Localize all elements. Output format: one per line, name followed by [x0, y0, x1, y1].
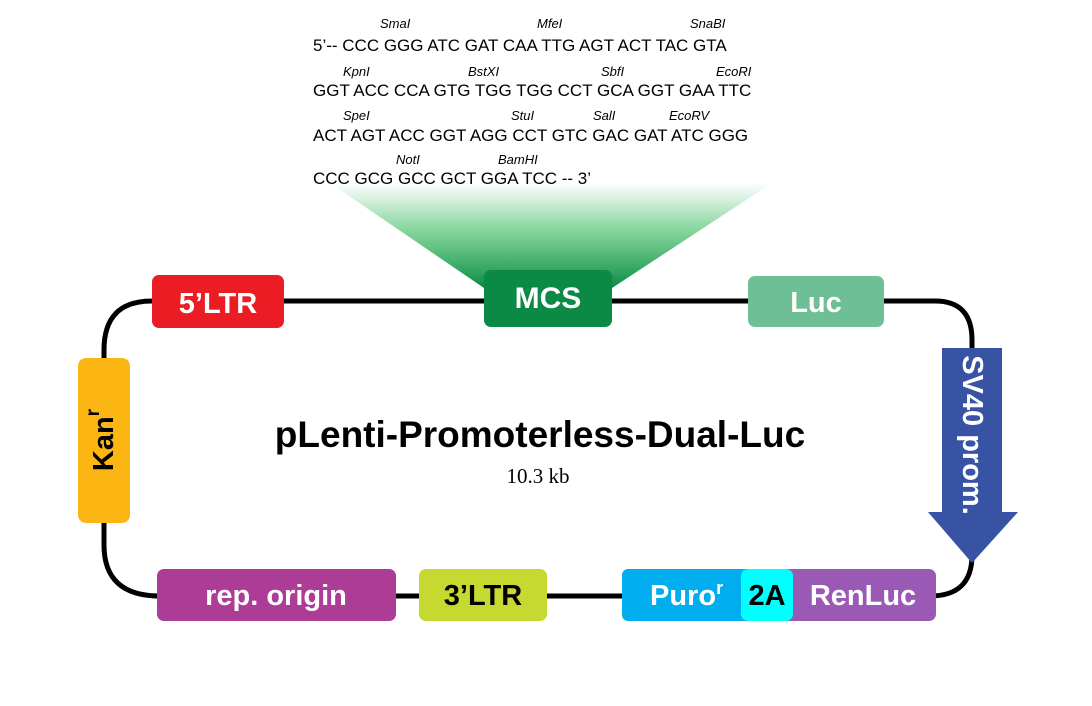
enzyme-label: EcoRV	[669, 108, 711, 123]
feature-label: SV40 prom.	[956, 355, 988, 515]
feature-label: RenLuc	[810, 580, 916, 612]
enzyme-label: SmaI	[380, 16, 411, 31]
plasmid-size: 10.3 kb	[507, 464, 570, 488]
feature-sv40-promoter: SV40 prom.	[928, 348, 1018, 563]
enzyme-label: SbfI	[601, 64, 625, 79]
sequence-line: CCC GCG GCC GCT GGA TCC -- 3’	[313, 169, 591, 188]
enzyme-label: KpnI	[343, 64, 370, 79]
enzyme-label: NotI	[396, 152, 420, 167]
feature-2a	[741, 569, 793, 621]
feature-label: Kanr	[83, 408, 121, 471]
mcs-sequence: SmaI MfeI SnaBI 5’-- CCC GGG ATC GAT CAA…	[313, 16, 752, 188]
feature-label: MCS	[515, 282, 582, 315]
sequence-line: 5’-- CCC GGG ATC GAT CAA TTG AGT ACT TAC…	[313, 36, 727, 55]
enzyme-label: BamHI	[498, 152, 538, 167]
plasmid-name: pLenti-Promoterless-Dual-Luc	[275, 414, 805, 455]
feature-kan-resistance: Kanr	[78, 358, 130, 523]
enzyme-label: StuI	[511, 108, 535, 123]
enzyme-label: BstXI	[468, 64, 499, 79]
enzyme-label: SnaBI	[690, 16, 726, 31]
sequence-line: GGT ACC CCA GTG TGG TGG CCT GCA GGT GAA …	[313, 81, 751, 100]
feature-label: rep. origin	[205, 580, 347, 612]
feature-mcs: MCS	[484, 270, 612, 327]
enzyme-label: EcoRI	[716, 64, 752, 79]
enzyme-label: MfeI	[537, 16, 563, 31]
feature-luc: Luc	[748, 276, 884, 327]
sv40-arrow	[928, 348, 1018, 563]
feature-label: 3’LTR	[444, 580, 522, 612]
mcs-zoom-funnel	[330, 183, 772, 288]
sequence-line: ACT AGT ACC GGT AGG CCT GTC GAC GAT ATC …	[313, 126, 748, 145]
enzyme-label: SalI	[593, 108, 616, 123]
feature-3-ltr: 3’LTR	[419, 569, 547, 621]
feature-rep-origin: rep. origin	[157, 569, 396, 621]
feature-label: Luc	[790, 287, 842, 319]
feature-5-ltr: 5’LTR	[152, 275, 284, 328]
enzyme-label: SpeI	[343, 108, 370, 123]
feature-label: Puror	[650, 578, 723, 612]
feature-puro-2a-renluc: Puror 2A RenLuc	[622, 569, 936, 621]
feature-label: 2A	[748, 580, 785, 612]
feature-label: 5’LTR	[179, 288, 257, 320]
